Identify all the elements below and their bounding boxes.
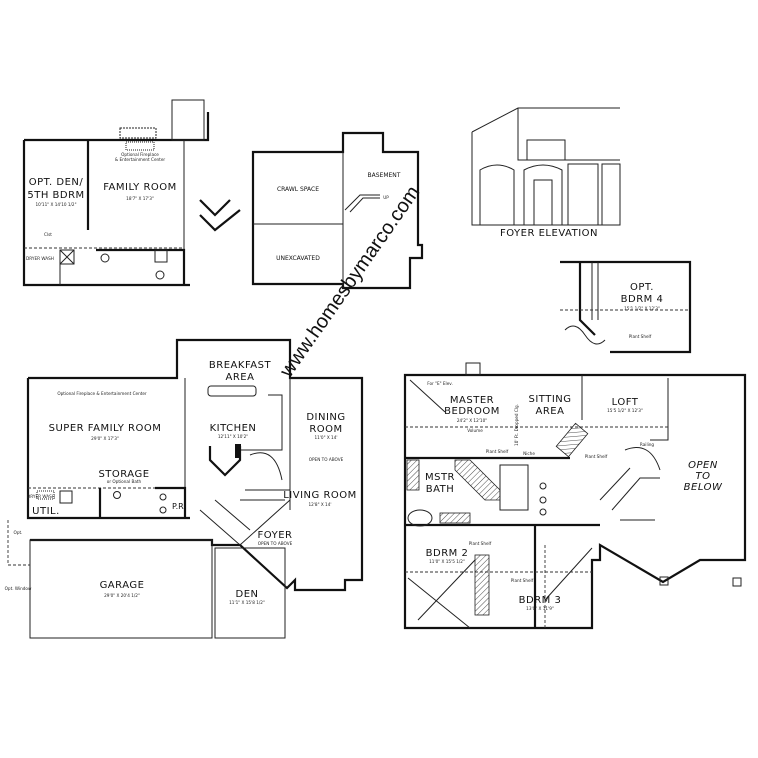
opt-bdrm4-plan: OPT. BDRM 4 15'1 1/2" X 12'3" Plant Shel… — [560, 260, 692, 354]
opt-window-note: Opt. Window — [5, 586, 32, 591]
room-dims-family-room: 18'7" X 17'3" — [126, 196, 154, 201]
bdrm4-dims: 15'1 1/2" X 12'3" — [624, 306, 660, 311]
bdrm2-label: BDRM 2 — [426, 548, 469, 559]
basement-plan: CRAWL SPACE UNEXCAVATED BASEMENT UP — [251, 131, 424, 290]
loft-dims: 15'5 1/2" X 12'3" — [607, 408, 643, 413]
opt-note: Opt. — [14, 530, 23, 535]
sitting-area-label: AREA — [536, 406, 565, 417]
for-e-elev-note: For "E" Elev. — [427, 381, 453, 386]
foyer-note: OPEN TO ABOVE — [258, 541, 293, 546]
storage-note: or Optional Bath — [107, 479, 142, 484]
powder-room-label: P.R. — [172, 502, 186, 511]
mstr-label: MSTR — [425, 472, 455, 483]
fireplace-note-first: Optional Fireplace & Entertainment Cente… — [57, 391, 147, 396]
plant-shelf-note-loft: Plant Shelf — [585, 454, 608, 459]
lower-level-alt-plan: OPT. DEN/ 5TH BDRM 10'11" X 14'10 1/2" F… — [22, 99, 241, 287]
den-label: DEN — [236, 589, 259, 600]
kitchen-label: KITCHEN — [210, 423, 257, 434]
master-bedroom-label: BEDROOM — [444, 406, 500, 417]
foyer-label: FOYER — [258, 530, 293, 541]
bdrm3-dims: 13'0" X 11'9" — [526, 606, 554, 611]
plant-shelf-note: Plant Shelf — [629, 334, 652, 339]
dining-room-label: ROOM — [309, 424, 342, 435]
watermark-text: www.homesbymarco.com — [275, 182, 424, 382]
dining-label: DINING — [306, 412, 345, 423]
bdrm4-label: BDRM 4 — [621, 294, 664, 305]
room-label-family-room: FAMILY ROOM — [103, 182, 177, 193]
breakfast-label: BREAKFAST — [209, 360, 272, 371]
dropped-clg-note: 10' Ft. Dropped Clg. — [514, 404, 519, 446]
room-dims-opt-den: 10'11" X 14'10 1/2" — [35, 202, 76, 207]
basement-label: BASEMENT — [368, 172, 401, 179]
living-room-label: LIVING ROOM — [283, 490, 357, 501]
closet-note: Clst — [44, 232, 52, 237]
garage-dims: 29'0" X 20'4 1/2" — [104, 593, 140, 598]
bath-label: BATH — [426, 484, 455, 495]
second-floor-plan: MASTER BEDROOM 24'2" X 12'10" For "E" El… — [403, 362, 747, 630]
dryer-washer-note: DRYER WASH — [26, 256, 54, 261]
storage-label: STORAGE — [98, 469, 149, 480]
fireplace-note-2: & Entertainment Center — [115, 157, 166, 162]
dining-open-above: OPEN TO ABOVE — [309, 457, 344, 462]
railing-note: Railing — [640, 442, 655, 447]
foyer-elevation-label: FOYER ELEVATION — [500, 228, 598, 239]
breakfast-area-label: AREA — [226, 372, 255, 383]
volume-note: Volume — [467, 428, 483, 433]
below-label: BELOW — [684, 482, 723, 493]
plant-shelf-note-bdrm3: Plant Shelf — [511, 578, 534, 583]
living-room-dims: 12'8" X 14' — [308, 502, 331, 507]
master-dims: 24'2" X 12'10" — [457, 418, 487, 423]
loft-label: LOFT — [612, 397, 639, 408]
super-family-room-dims: 29'0" X 17'3" — [91, 436, 119, 441]
den-dims: 11'1" X 15'8 1/2" — [229, 600, 265, 605]
foyer-elevation: FOYER ELEVATION — [471, 107, 621, 239]
opt-label: OPT. — [630, 282, 654, 293]
bdrm2-dims: 11'0" X 15'5 1/2" — [429, 559, 465, 564]
to-label: TO — [696, 471, 711, 482]
master-label: MASTER — [450, 395, 494, 406]
plant-shelf-note-bdrm2: Plant Shelf — [469, 541, 492, 546]
util-label: UTIL. — [32, 506, 60, 517]
super-family-room-label: SUPER FAMILY ROOM — [49, 423, 162, 434]
sitting-label: SITTING — [528, 394, 571, 405]
bdrm3-label: BDRM 3 — [519, 595, 562, 606]
niche-note: Niche — [523, 451, 535, 456]
room-label-opt-den: OPT. DEN/ — [29, 177, 84, 188]
garage-label: GARAGE — [100, 580, 145, 591]
fireplace-note: Optional Fireplace — [121, 152, 159, 157]
open-label: OPEN — [688, 460, 718, 471]
crawl-space-label: CRAWL SPACE — [277, 186, 319, 193]
first-floor-plan: BREAKFAST AREA Optional Fireplace & Ente… — [5, 338, 364, 639]
dryer-washer-first: DRYER WASH — [27, 494, 55, 499]
stair-up-note: UP — [383, 195, 389, 200]
unexcavated-label: UNEXCAVATED — [276, 255, 320, 262]
kitchen-dims: 12'11" X 10'2" — [218, 434, 248, 439]
room-label-5th-bdrm: 5TH BDRM — [27, 190, 84, 201]
plant-shelf-note-master: Plant Shelf — [486, 449, 509, 454]
dining-dims: 11'0" X 14' — [314, 435, 337, 440]
